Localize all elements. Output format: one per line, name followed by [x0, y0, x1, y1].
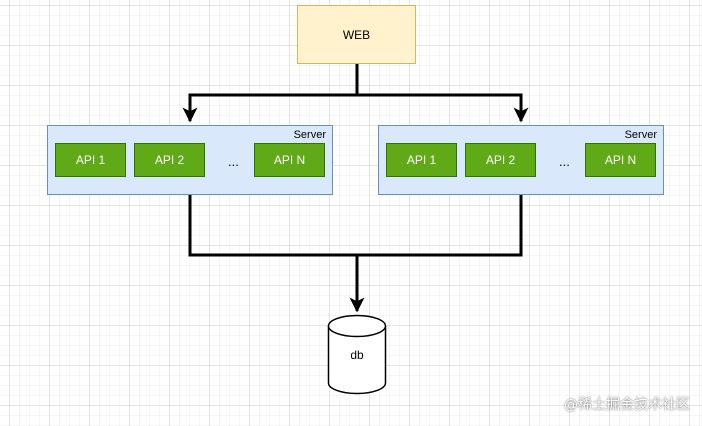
api-node-label: API N — [604, 153, 637, 167]
server-label: Server — [293, 129, 326, 141]
api-node-2: API 2 — [134, 143, 205, 177]
api-ellipsis: ... — [559, 154, 570, 169]
api-node-n: API N — [254, 143, 325, 177]
api-node-1: API 1 — [55, 143, 126, 177]
api-node-label: API 1 — [406, 153, 437, 167]
server-a-to-db-connector — [188, 195, 357, 257]
api-node-label: API 2 — [154, 153, 185, 167]
web-node-label: WEB — [342, 27, 371, 42]
database-cylinder-icon — [327, 314, 387, 395]
api-node-2: API 2 — [465, 143, 536, 177]
web-node: WEB — [297, 5, 416, 64]
watermark: @稀土掘金技术社区 — [564, 397, 690, 413]
server-label: Server — [624, 129, 657, 141]
server-b-to-db-connector — [357, 195, 523, 257]
api-node-n: API N — [585, 143, 656, 177]
web-to-server-a-arrow — [182, 93, 357, 123]
server-box-right: Server API 1 API 2 ... API N — [378, 125, 664, 195]
web-to-server-b-arrow — [357, 93, 529, 123]
database-node: db — [327, 314, 387, 395]
api-node-label: API 2 — [485, 153, 516, 167]
api-node-label: API 1 — [75, 153, 106, 167]
api-node-1: API 1 — [386, 143, 457, 177]
api-node-label: API N — [273, 153, 306, 167]
database-label: db — [350, 348, 364, 362]
api-ellipsis: ... — [228, 154, 239, 169]
server-box-left: Server API 1 API 2 ... API N — [47, 125, 333, 195]
